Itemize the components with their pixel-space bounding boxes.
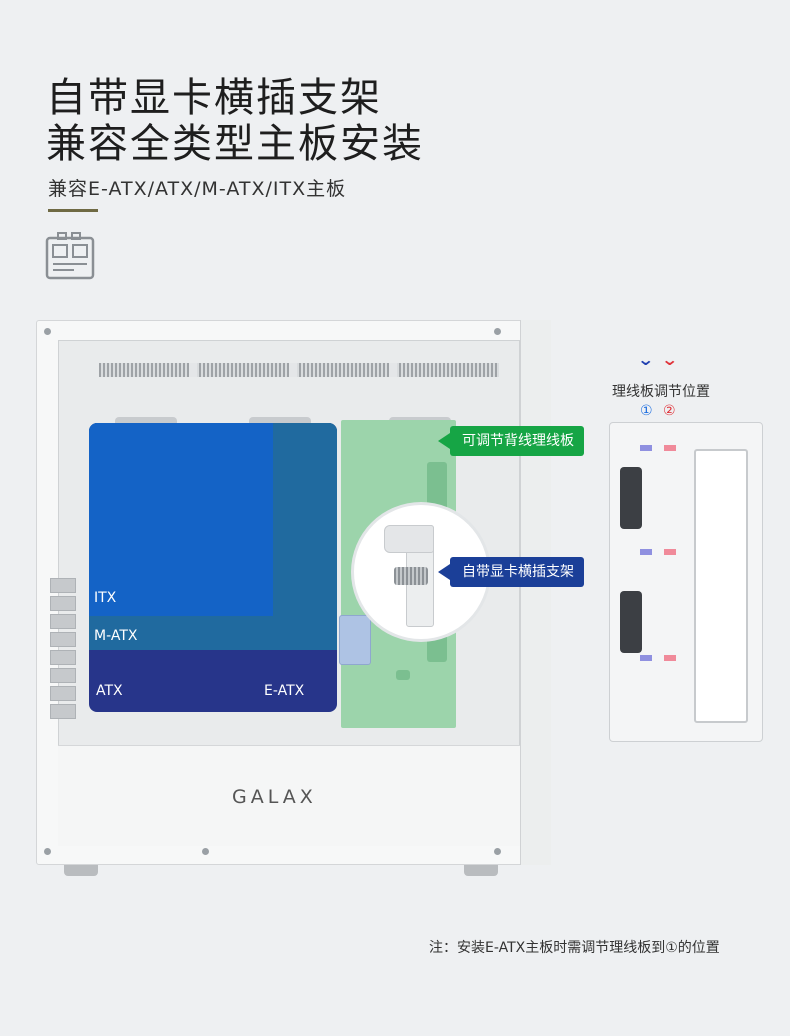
board-label-atx: ATX	[96, 683, 123, 699]
callout-gpu-bracket: 自带显卡横插支架	[438, 557, 584, 587]
accent-divider	[48, 209, 98, 212]
bracket-top	[384, 525, 434, 553]
screw-icon	[494, 848, 501, 855]
board-label-itx: ITX	[94, 590, 117, 606]
pci-slot	[50, 686, 76, 701]
pci-slot	[50, 704, 76, 719]
screw-icon	[44, 328, 51, 335]
screw-icon	[494, 328, 501, 335]
page-title-line2: 兼容全类型主板安装	[46, 121, 424, 167]
page-title-line1: 自带显卡横插支架	[46, 75, 382, 121]
cable-panel-rail	[694, 449, 748, 723]
pci-slot	[50, 578, 76, 593]
page-subtitle: 兼容E-ATX/ATX/M-ATX/ITX主板	[48, 178, 347, 200]
callout-cable-panel: 可调节背线理线板	[438, 426, 584, 456]
position-1-marker: ①	[640, 403, 653, 419]
top-mesh-vent	[99, 363, 499, 377]
chevron-down-icon: ⌄	[660, 350, 679, 369]
case-side-panel	[520, 320, 551, 865]
screw-icon	[44, 848, 51, 855]
position-2-marker: ②	[663, 403, 676, 419]
board-label-eatx: E-ATX	[264, 683, 305, 699]
pci-slot	[50, 596, 76, 611]
pci-slot	[50, 668, 76, 683]
adjust-position-title: 理线板调节位置	[612, 384, 710, 400]
chevron-down-icon: ⌄	[636, 350, 655, 369]
case-foot	[64, 865, 98, 876]
case-foot	[464, 865, 498, 876]
screw-icon	[202, 848, 209, 855]
fan-icon	[620, 591, 642, 653]
gpu-bracket-mount	[339, 615, 371, 665]
brand-logo: GALAX	[232, 786, 317, 808]
board-label-matx: M-ATX	[94, 628, 138, 644]
fan-icon	[620, 467, 642, 529]
pci-slot	[50, 614, 76, 629]
thumbscrew-icon	[394, 567, 428, 585]
install-note: 注：安装E-ATX主板时需调节理线板到①的位置	[429, 940, 720, 956]
case-rear-view	[609, 422, 763, 742]
board-itx-area	[89, 423, 273, 616]
pci-slot	[50, 632, 76, 647]
motherboard-icon	[45, 232, 95, 280]
pci-slot	[50, 650, 76, 665]
psu-shroud	[58, 745, 520, 846]
